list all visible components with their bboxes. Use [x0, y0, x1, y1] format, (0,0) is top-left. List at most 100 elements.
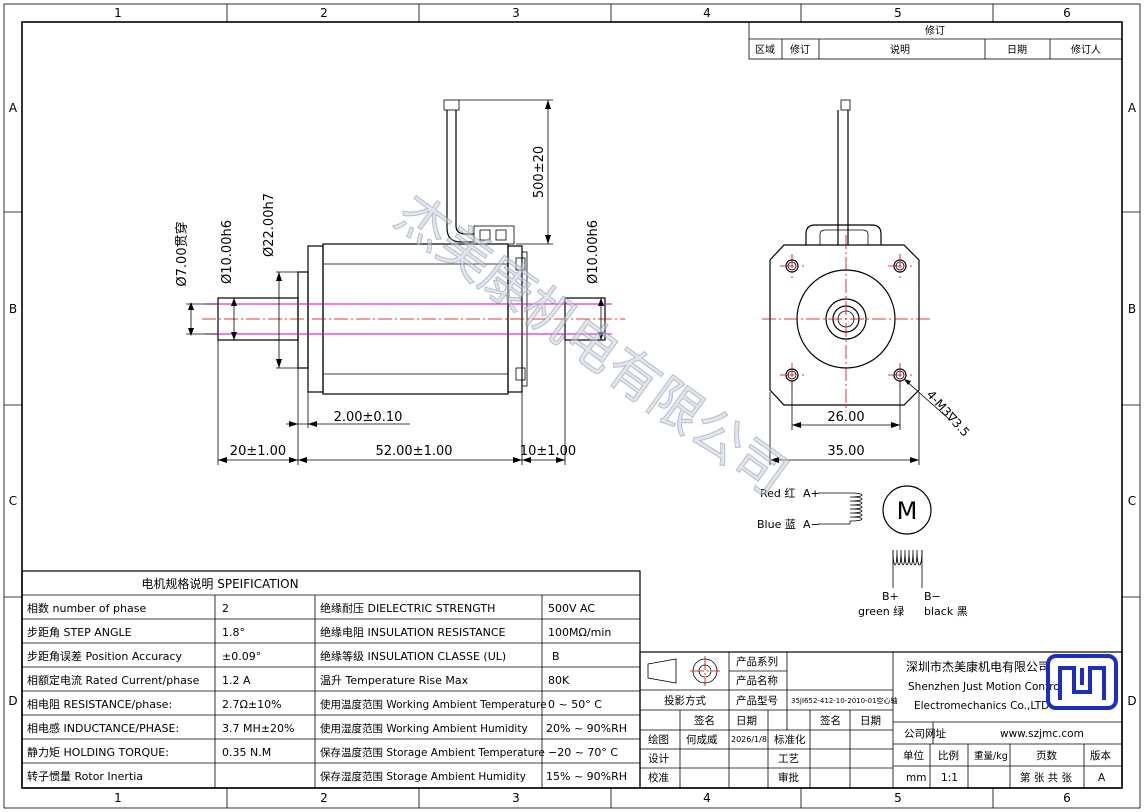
- spec-row-5-label: 相电阻 RESISTANCE/phase:: [27, 698, 172, 711]
- wire-blue-label: Blue 蓝: [757, 518, 796, 531]
- spec-row-1-right-value: 500V AC: [548, 602, 595, 615]
- spec-row-7-right-label: 保存温度范围 Storage Ambient Temperature: [320, 746, 545, 759]
- spec-row: 步距角 STEP ANGLE 1.8° 绝缘电阻 INSULATION RESI…: [27, 625, 611, 639]
- tb-process: 工艺: [778, 753, 799, 765]
- spec-row-3-right-label: 绝缘等级 INSULATION CLASSE (UL): [320, 649, 506, 663]
- zone-row-b-right: B: [1128, 302, 1136, 316]
- zone-col-5-bottom: 5: [894, 791, 902, 805]
- spec-row-1-right-label: 绝缘耐压 DIELECTRIC STRENGTH: [320, 601, 495, 615]
- spec-row-6-right-value: 20% ~ 90%RH: [546, 722, 627, 735]
- tb-product-series: 产品系列: [736, 655, 778, 668]
- dim-lead-length: 500±20: [532, 146, 547, 198]
- spec-row-3-right-value: B: [552, 650, 560, 663]
- tb-company-en-2: Electromechanics Co.,LTD: [914, 700, 1049, 712]
- tb-weight: 重量/kg: [974, 750, 1008, 762]
- spec-row: 相数 number of phase 2 绝缘耐压 DIELECTRIC STR…: [27, 601, 595, 615]
- tb-unit-value: mm: [906, 772, 926, 784]
- tb-product-model: 产品型号: [736, 694, 778, 707]
- spec-row-6-value: 3.7 MH±20%: [222, 722, 294, 735]
- revision-col-reviser: 修订人: [1071, 43, 1101, 56]
- zone-col-1: 1: [114, 6, 122, 20]
- dim-bore-diameter: Ø7.00贯穿: [174, 221, 190, 286]
- title-block: 产品系列 产品名称 投影方式 产品型号 35JI652-412-10-2010-…: [639, 651, 1123, 789]
- tb-scale-value: 1:1: [941, 772, 958, 784]
- lead-exit-boss: [473, 225, 515, 245]
- dim-flange-width: 35.00: [827, 444, 864, 459]
- wire-black-label: black 黑: [924, 605, 968, 618]
- spec-row: 步距角误差 Position Accuracy ±0.09° 绝缘等级 INSU…: [27, 649, 560, 663]
- wire-a-plus-label: A+: [803, 487, 820, 500]
- wire-red-label: Red 红: [760, 487, 795, 500]
- spec-row: 相电阻 RESISTANCE/phase: 2.7Ω±10% 使用温度范围 Wo…: [27, 698, 602, 711]
- coil-b: [892, 549, 923, 566]
- dim-pilot-diameter: Ø22.00h7: [262, 193, 277, 257]
- tb-model-value: 35JI652-412-10-2010-01空心轴: [791, 696, 898, 705]
- tb-drawn-by: 何成威: [686, 733, 718, 746]
- wire-green-label: green 绿: [858, 604, 904, 618]
- tb-pages-value: 第 张 共 张: [1020, 771, 1073, 784]
- tb-projection: 投影方式: [664, 694, 706, 707]
- spec-row-4-value: 1.2 A: [222, 674, 251, 687]
- tb-sign: 签名: [694, 714, 715, 727]
- side-view: 4-M3∇3.5 26.00 35.00: [762, 99, 973, 465]
- zone-labels: 1 2 3 4 5 6 1 2 3 4 5 6 A B C D A B C D: [8, 6, 1137, 805]
- wiring-diagram: Red 红 A+ Blue 蓝 A− M B+ B− green 绿 black…: [757, 485, 968, 618]
- revision-title: 修订: [925, 24, 945, 37]
- zone-col-3-bottom: 3: [512, 791, 520, 805]
- motor-symbol: [882, 485, 932, 535]
- tb-company-cn: 深圳市杰美康机电有限公司: [906, 659, 1050, 674]
- tb-check: 校准: [648, 771, 669, 784]
- zone-col-3: 3: [512, 6, 520, 20]
- revision-table: 修订 区域 修订 说明 日期 修订人: [748, 21, 1123, 60]
- spec-row-2-right-value: 100MΩ/min: [548, 626, 611, 639]
- revision-col-desc: 说明: [890, 43, 910, 56]
- tb-website: www.szjmc.com: [1000, 728, 1084, 740]
- spec-row: 转子惯量 Rotor Inertia 保存湿度范围 Storage Ambien…: [27, 769, 627, 783]
- spec-row-3-label: 步距角误差 Position Accuracy: [27, 649, 183, 663]
- zone-col-6-bottom: 6: [1063, 791, 1071, 805]
- spec-row: 相额定电流 Rated Current/phase 1.2 A 温升 Tempe…: [27, 673, 570, 687]
- spec-row-2-right-label: 绝缘电阻 INSULATION RESISTANCE: [320, 625, 506, 639]
- tb-approve: 审批: [778, 771, 799, 784]
- zone-row-c-right: C: [1128, 494, 1136, 508]
- spec-row-5-value: 2.7Ω±10%: [222, 698, 282, 711]
- dim-shaft-diameter-right: Ø10.00h6: [586, 220, 601, 284]
- zone-row-b: B: [9, 302, 17, 316]
- dim-pilot-height: 2.00±0.10: [334, 410, 403, 425]
- spec-row: 相电感 INDUCTANCE/PHASE: 3.7 MH±20% 使用湿度范围 …: [27, 722, 627, 735]
- tb-website-label: 公司网址: [904, 727, 946, 740]
- tb-scale: 比例: [938, 749, 959, 762]
- tb-design: 设计: [648, 752, 669, 765]
- spec-row-8-label: 转子惯量 Rotor Inertia: [27, 769, 143, 783]
- spec-row-7-label: 静力矩 HOLDING TORQUE:: [27, 745, 169, 759]
- spec-row-1-label: 相数 number of phase: [27, 602, 146, 615]
- hole-callout: 4-M3∇3.5: [924, 388, 973, 440]
- spec-row-8-right-value: 15% ~ 90%RH: [546, 770, 627, 783]
- tb-pages: 页数: [1036, 749, 1058, 762]
- spec-row-5-right-label: 使用温度范围 Working Ambient Temperature: [320, 698, 547, 711]
- tb-date-2: 日期: [860, 715, 881, 727]
- spec-row-7-right-value: −20 ~ 70° C: [548, 746, 618, 759]
- zone-row-c: C: [9, 494, 17, 508]
- tb-drawn-date: 2026/1/8: [731, 735, 767, 744]
- wire-b-plus-label: B+: [882, 590, 899, 603]
- projection-symbol: [647, 656, 720, 686]
- tb-sign-2: 签名: [820, 714, 841, 727]
- zone-row-a: A: [9, 101, 18, 115]
- dim-body-length: 52.00±1.00: [375, 444, 452, 459]
- spec-row: 静力矩 HOLDING TORQUE: 0.35 N.M 保存温度范围 Stor…: [27, 745, 618, 759]
- spec-row-3-value: ±0.09°: [222, 650, 261, 663]
- motor-label: M: [897, 497, 918, 525]
- spec-row-7-value: 0.35 N.M: [222, 746, 271, 759]
- spec-table: 电机规格说明 SPEIFICATION 相数 number of phase 2…: [21, 570, 641, 789]
- tb-unit: 单位: [903, 749, 924, 762]
- tb-drawn: 绘图: [648, 733, 669, 746]
- revision-col-zone: 区域: [755, 43, 775, 56]
- spec-row-4-right-value: 80K: [548, 674, 570, 687]
- zone-col-1-bottom: 1: [114, 791, 122, 805]
- flange-outline: [769, 244, 920, 406]
- spec-row-5-right-value: 0 ~ 50° C: [548, 698, 602, 711]
- zone-col-4-bottom: 4: [703, 791, 711, 805]
- spec-row-4-label: 相额定电流 Rated Current/phase: [27, 673, 200, 687]
